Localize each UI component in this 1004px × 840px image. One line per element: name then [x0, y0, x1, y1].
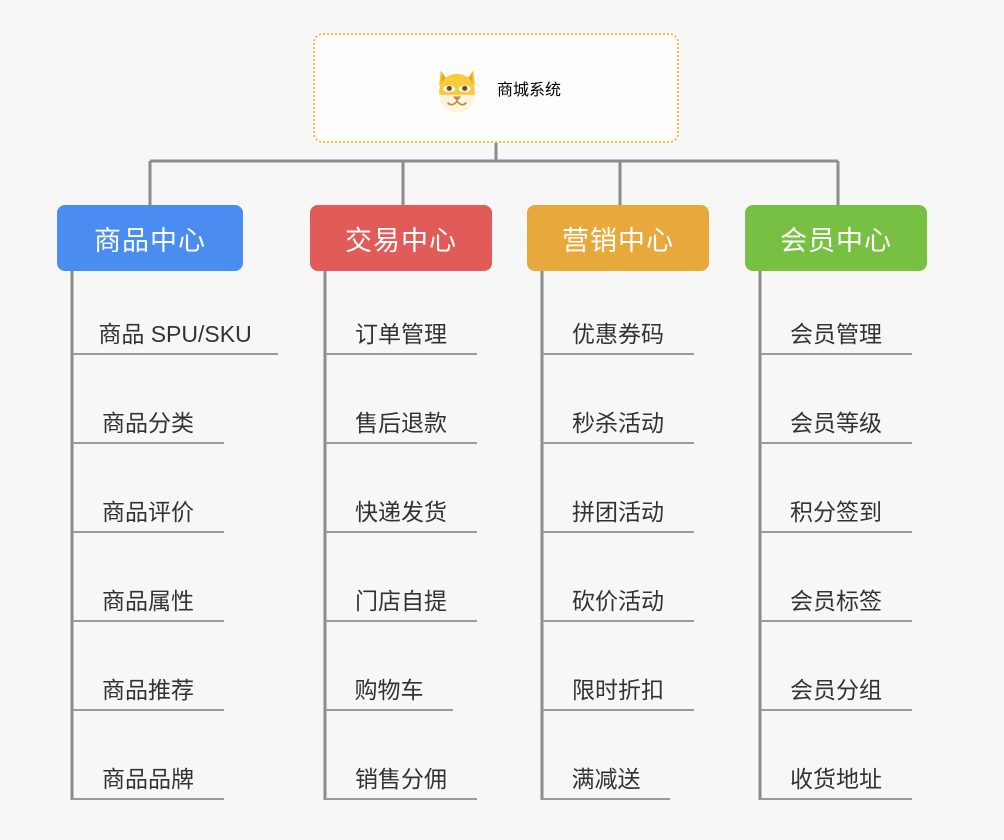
- leaf-item[interactable]: 销售分佣: [325, 754, 477, 800]
- leaf-item[interactable]: 会员分组: [760, 665, 912, 711]
- root-title: 商城系统: [496, 82, 561, 99]
- leaf-item[interactable]: 商品推荐: [72, 665, 224, 711]
- leaf-item[interactable]: 快递发货: [325, 487, 477, 533]
- leaf-item[interactable]: 优惠券码: [542, 309, 694, 355]
- leaf-item[interactable]: 购物车: [325, 665, 453, 711]
- shiba-dog-icon: [439, 70, 475, 113]
- leaf-item[interactable]: 商品品牌: [72, 754, 224, 800]
- leaf-item[interactable]: 门店自提: [325, 576, 477, 622]
- leaf-item[interactable]: 秒杀活动: [542, 398, 694, 444]
- leaf-item[interactable]: 满减送: [542, 754, 670, 800]
- category-header-member-center[interactable]: 会员中心: [745, 205, 927, 271]
- leaf-item[interactable]: 会员等级: [760, 398, 912, 444]
- leaf-item[interactable]: 商品 SPU/SKU: [72, 309, 278, 355]
- root-node[interactable]: 商城系统: [313, 33, 679, 143]
- leaf-item[interactable]: 商品评价: [72, 487, 224, 533]
- leaf-item[interactable]: 会员管理: [760, 309, 912, 355]
- leaf-item[interactable]: 收货地址: [760, 754, 912, 800]
- leaf-item[interactable]: 砍价活动: [542, 576, 694, 622]
- category-header-trade-center[interactable]: 交易中心: [310, 205, 492, 271]
- leaf-item[interactable]: 售后退款: [325, 398, 477, 444]
- leaf-item[interactable]: 拼团活动: [542, 487, 694, 533]
- category-header-product-center[interactable]: 商品中心: [57, 205, 243, 271]
- leaf-item[interactable]: 限时折扣: [542, 665, 694, 711]
- leaf-item[interactable]: 会员标签: [760, 576, 912, 622]
- category-header-marketing-center[interactable]: 营销中心: [527, 205, 709, 271]
- leaf-item[interactable]: 积分签到: [760, 487, 912, 533]
- leaf-item[interactable]: 商品属性: [72, 576, 224, 622]
- leaf-item[interactable]: 商品分类: [72, 398, 224, 444]
- leaf-item[interactable]: 订单管理: [325, 309, 477, 355]
